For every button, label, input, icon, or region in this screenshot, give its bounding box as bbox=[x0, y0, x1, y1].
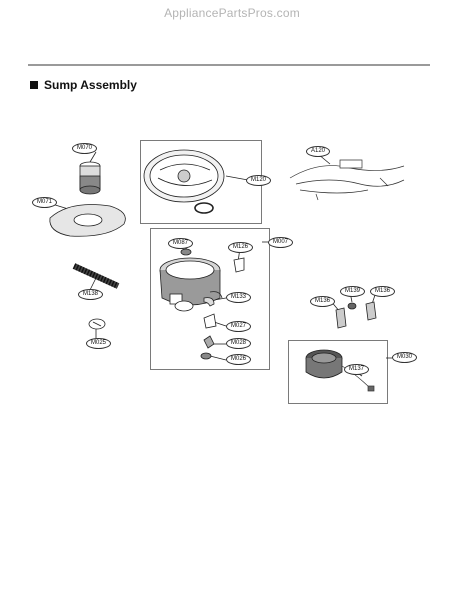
callout-m136-left: M136 bbox=[310, 296, 336, 307]
callout-m027: M027 bbox=[226, 321, 252, 332]
motor-icon bbox=[305, 349, 343, 379]
callout-m120: M120 bbox=[246, 175, 272, 186]
filter-cylinder-icon bbox=[79, 161, 101, 195]
sump-assembly-box bbox=[150, 228, 270, 370]
section-title: Sump Assembly bbox=[44, 78, 137, 92]
callout-m030: M030 bbox=[392, 352, 418, 363]
callout-m087: M087 bbox=[168, 238, 194, 249]
callout-m137: M137 bbox=[344, 364, 370, 375]
gasket-plate-icon bbox=[49, 204, 126, 237]
pipe-icon bbox=[203, 313, 217, 329]
callout-m138: M138 bbox=[78, 289, 104, 300]
callout-m133: M133 bbox=[226, 292, 252, 303]
sump-body-icon bbox=[159, 257, 223, 312]
bullet-square-icon bbox=[30, 81, 38, 89]
wire-harness-icon bbox=[289, 159, 405, 201]
callout-m026: M026 bbox=[226, 354, 252, 365]
callout-a120: A120 bbox=[306, 146, 331, 157]
callout-m028: M028 bbox=[226, 338, 252, 349]
callout-m071: M071 bbox=[32, 197, 58, 208]
clip-icon bbox=[180, 248, 192, 256]
small-cap-icon bbox=[88, 318, 106, 330]
bracket-icon bbox=[233, 257, 245, 273]
mount-bracket-icon bbox=[335, 301, 377, 329]
callout-m136-right: M136 bbox=[370, 286, 396, 297]
section-heading: Sump Assembly bbox=[30, 78, 137, 92]
callout-m126: M126 bbox=[228, 242, 254, 253]
watermark: AppliancePartsPros.com bbox=[164, 6, 300, 20]
small-ring-icon bbox=[200, 352, 212, 360]
callout-m025: M025 bbox=[86, 338, 112, 349]
callout-m070: M070 bbox=[72, 143, 98, 154]
hose-icon bbox=[72, 263, 120, 289]
callout-m007: M007 bbox=[268, 237, 294, 248]
elbow-icon bbox=[203, 297, 215, 307]
header-rule bbox=[28, 64, 430, 66]
callout-m139: M139 bbox=[340, 286, 366, 297]
motor-box bbox=[288, 340, 388, 404]
valve-icon bbox=[203, 335, 215, 349]
sump-cover-icon bbox=[143, 149, 225, 214]
